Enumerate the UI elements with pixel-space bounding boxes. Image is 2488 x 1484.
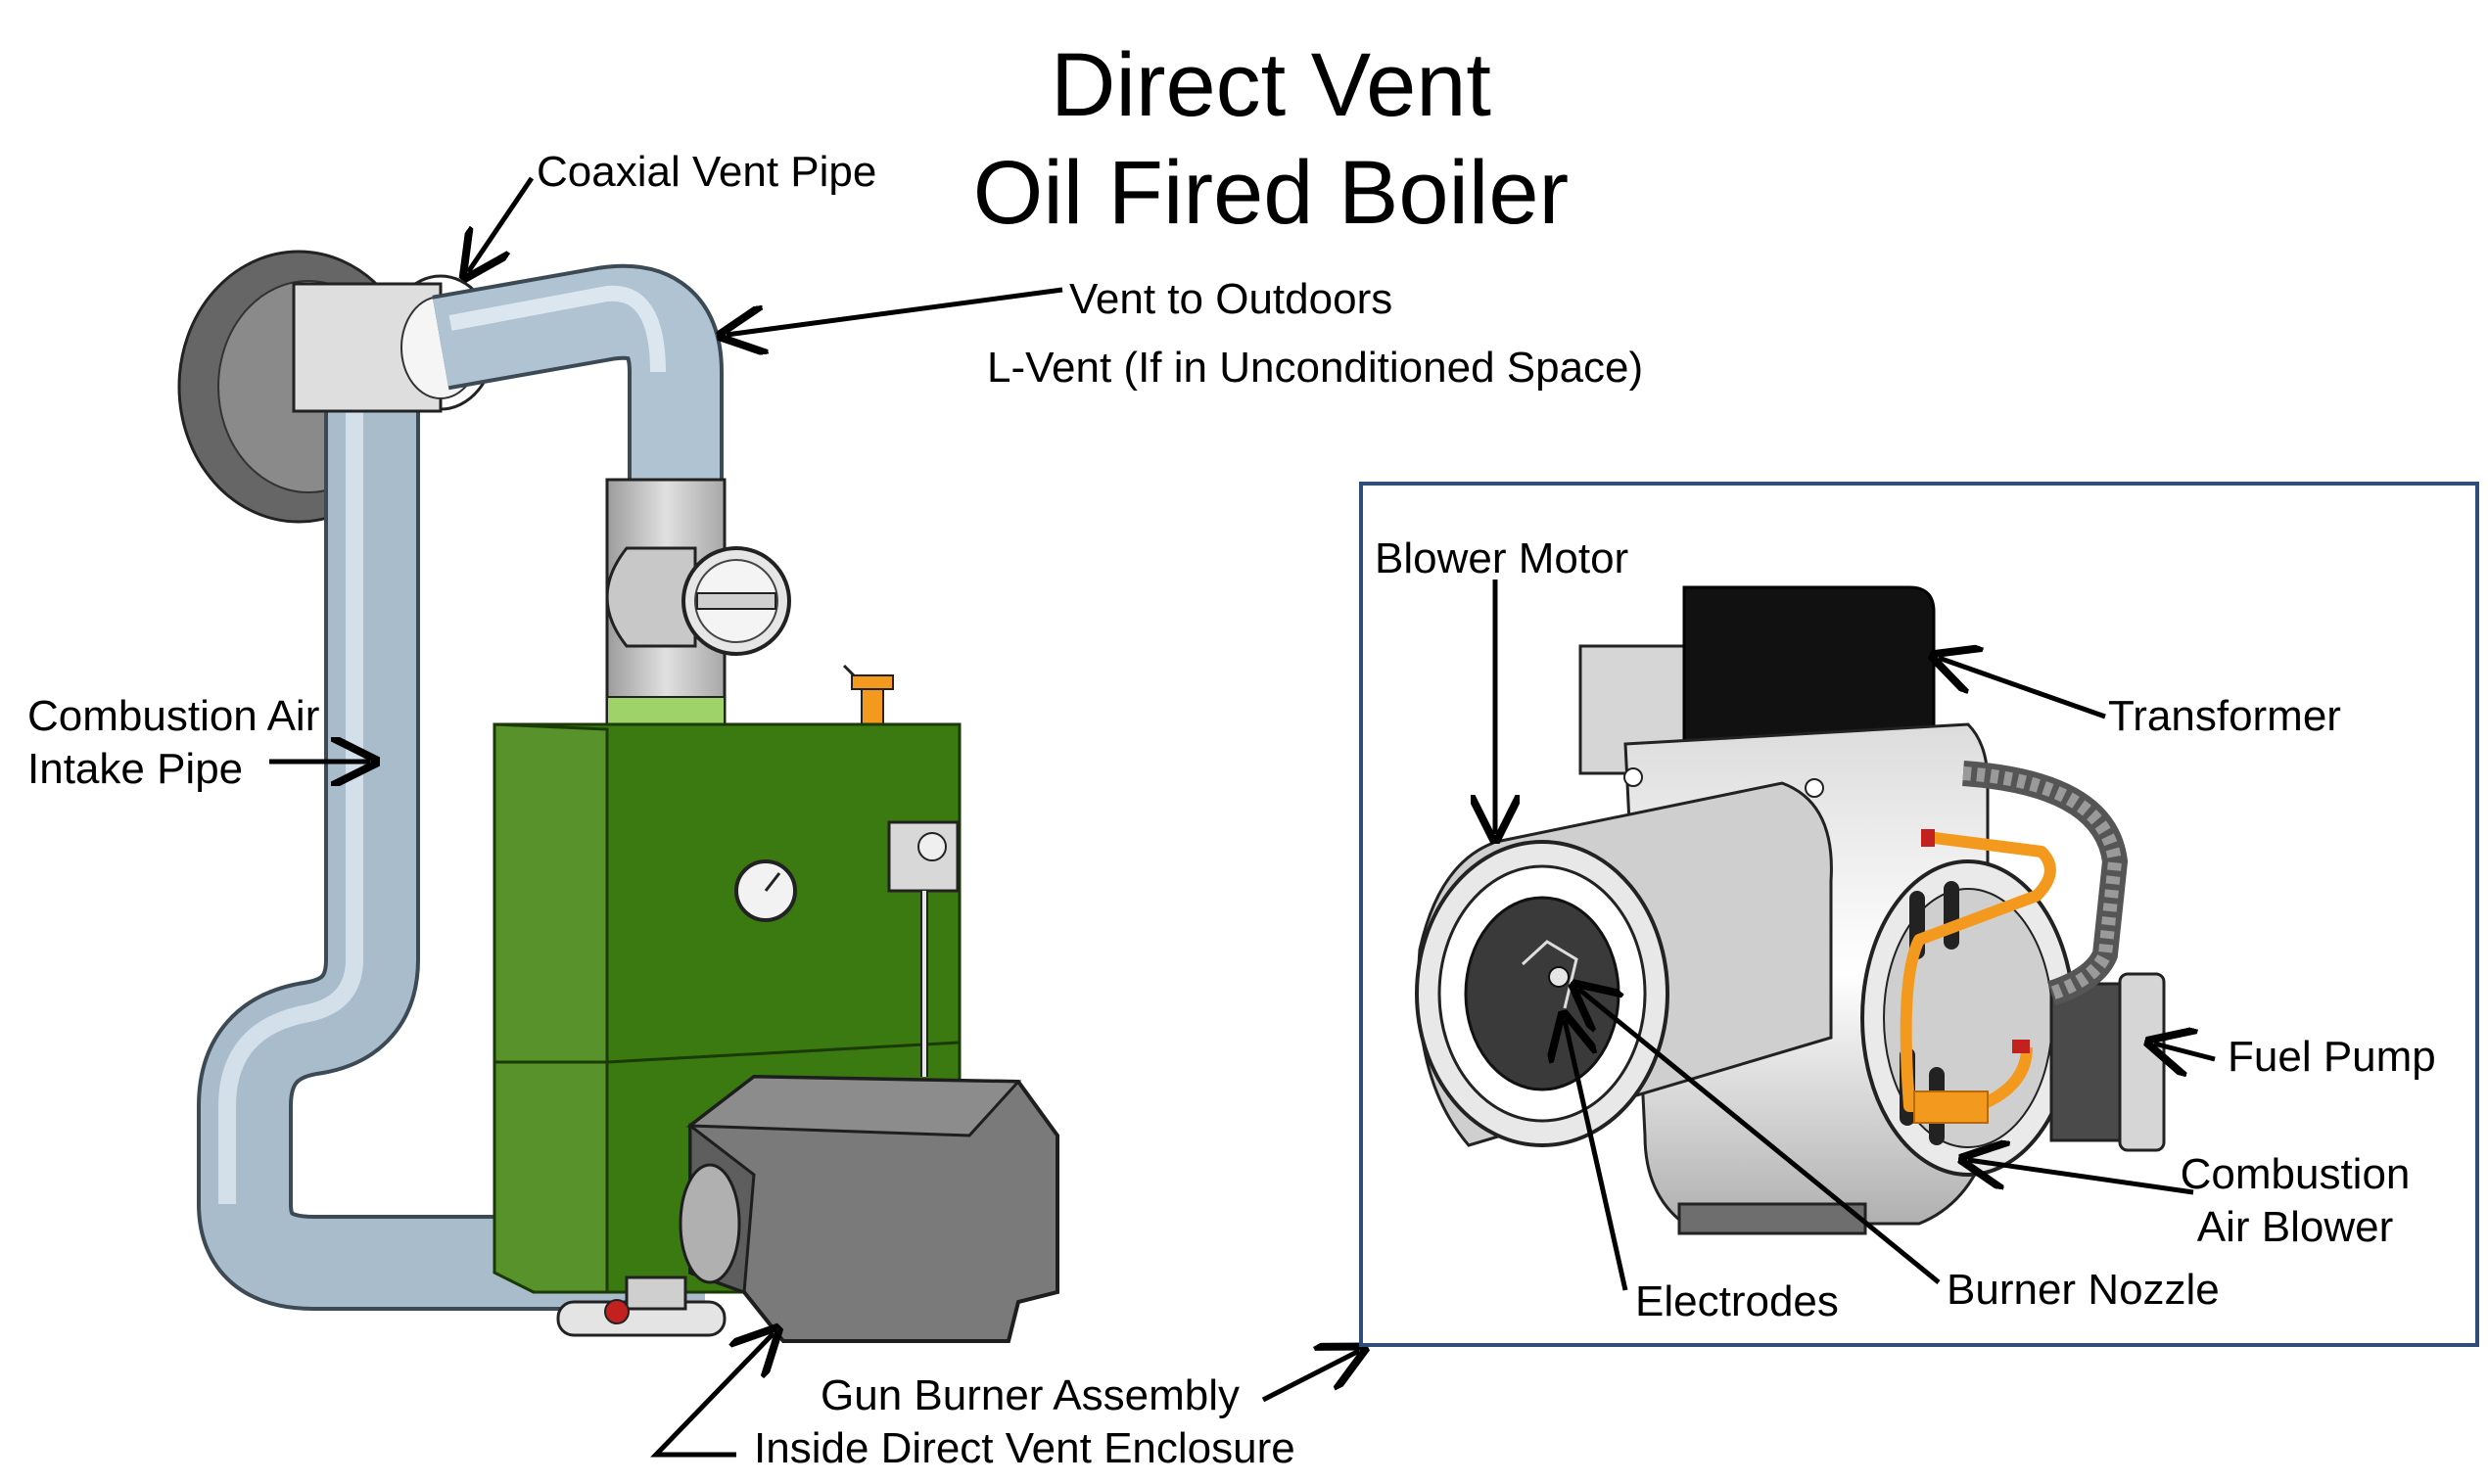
arrow-gun-burner-to-inset [1261,1351,1359,1403]
burner-nozzle [1548,966,1570,988]
transformer [1682,585,1936,746]
label-vent-to-outdoors: Vent to Outdoors [1069,275,1392,323]
label-gun-burner-line-1: Gun Burner Assembly [821,1371,1240,1419]
arrow-vent-to-outdoors [727,287,1063,335]
label-gun-burner-line-2: Inside Direct Vent Enclosure [754,1424,1295,1472]
relief-valve [861,684,884,727]
arrow-coaxial-vent-pipe [468,176,535,272]
fuel-line [1900,831,2056,1112]
arrow-electrodes [1565,1020,1628,1291]
label-combustion-blower-line-1: Combustion [2181,1150,2411,1198]
label-transformer: Transformer [2108,692,2341,740]
arrow-fuel-pump [2154,1043,2216,1059]
label-blower-motor: Blower Motor [1375,534,1628,582]
title-line-2: Oil Fired Boiler [973,143,1569,243]
arrow-gun-burner-to-enclosure [650,1333,774,1458]
label-coaxial-vent-pipe: Coaxial Vent Pipe [537,148,876,196]
arrow-combustion-blower [1968,1160,2194,1195]
label-burner-nozzle: Burner Nozzle [1947,1266,2220,1314]
label-combustion-air-line-1: Combustion Air [27,692,319,740]
label-combustion-blower-line-2: Air Blower [2197,1203,2394,1251]
label-combustion-air-line-2: Intake Pipe [27,745,243,793]
boiler-illustration [177,250,1059,1343]
title-line-1: Direct Vent [1051,35,1491,135]
arrow-burner-nozzle [1578,989,1941,1284]
arrow-transformer [1939,658,2106,719]
label-fuel-pump: Fuel Pump [2228,1033,2436,1081]
label-electrodes: Electrodes [1635,1277,1839,1325]
label-l-vent: L-Vent (If in Unconditioned Space) [987,344,1643,392]
